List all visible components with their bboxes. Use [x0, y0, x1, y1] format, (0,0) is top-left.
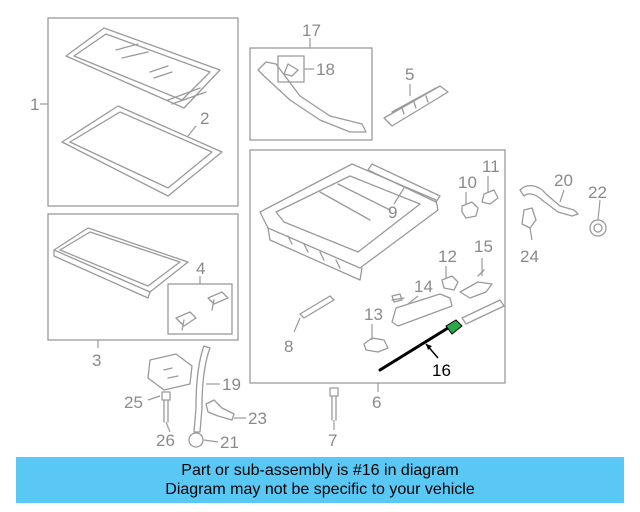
callout-25: 25 — [124, 393, 143, 412]
callout-6: 6 — [372, 393, 381, 412]
clip-24-part — [521, 207, 537, 229]
trim-8-part — [299, 295, 335, 319]
callout-9: 9 — [388, 203, 397, 222]
callout-20: 20 — [554, 171, 573, 190]
drain-channel-part — [257, 55, 367, 133]
guide-rail-part — [367, 163, 441, 203]
drain-hose-19-part — [193, 345, 211, 433]
group-box-glass — [47, 17, 239, 207]
callout-14: 14 — [414, 277, 433, 296]
callout-11: 11 — [482, 157, 500, 176]
drain-hose-20-part — [519, 184, 579, 217]
bracket-13-part — [363, 337, 389, 353]
grommet-21-part — [188, 432, 204, 448]
motor-25-part — [147, 353, 193, 391]
callout-23: 23 — [248, 409, 267, 428]
clip-12-part — [441, 275, 459, 291]
callout-5: 5 — [405, 65, 414, 84]
sunroof-glass-part — [65, 27, 221, 109]
callout-8: 8 — [284, 337, 293, 356]
callout-19: 19 — [222, 375, 241, 394]
group-box-drain — [249, 47, 373, 141]
bolt-7-part — [329, 387, 339, 421]
drive-cable-16-part — [378, 319, 463, 372]
callout-18: 18 — [316, 60, 335, 79]
callout-16: 16 — [432, 361, 451, 380]
callout-15: 15 — [474, 237, 493, 256]
wind-deflector-part — [383, 85, 449, 127]
grommet-22-part — [589, 219, 607, 237]
callout-13: 13 — [364, 305, 383, 324]
bolt-26-part — [161, 391, 171, 423]
sunroof-frame-part — [259, 163, 439, 281]
leader-lines — [40, 38, 601, 443]
glass-seal-part — [61, 105, 223, 197]
bolt-14-part — [391, 293, 403, 303]
shade-handle-part — [175, 291, 229, 331]
banner-line-1: Part or sub-assembly is #16 in diagram — [181, 462, 459, 479]
callout-10: 10 — [458, 173, 477, 192]
callout-12: 12 — [438, 247, 457, 266]
callout-17: 17 — [302, 21, 321, 40]
callout-21: 21 — [220, 433, 239, 452]
info-banner: Part or sub-assembly is #16 in diagram D… — [16, 457, 624, 503]
sunshade-panel-part — [53, 227, 189, 299]
callout-2: 2 — [200, 109, 209, 128]
callout-26: 26 — [156, 431, 175, 450]
callout-22: 22 — [588, 183, 607, 202]
bracket-11-part — [481, 189, 499, 205]
bracket-10-part — [461, 201, 479, 219]
callout-7: 7 — [328, 431, 337, 450]
callout-3: 3 — [92, 351, 101, 370]
group-box-shade — [47, 213, 239, 341]
clip-23-part — [205, 399, 235, 421]
callout-24: 24 — [520, 247, 539, 266]
banner-line-2: Diagram may not be specific to your vehi… — [165, 481, 475, 498]
guide-rail-right-part — [461, 299, 505, 325]
callout-1: 1 — [30, 95, 39, 114]
bracket-15-part — [459, 269, 493, 299]
callout-4: 4 — [196, 259, 205, 278]
